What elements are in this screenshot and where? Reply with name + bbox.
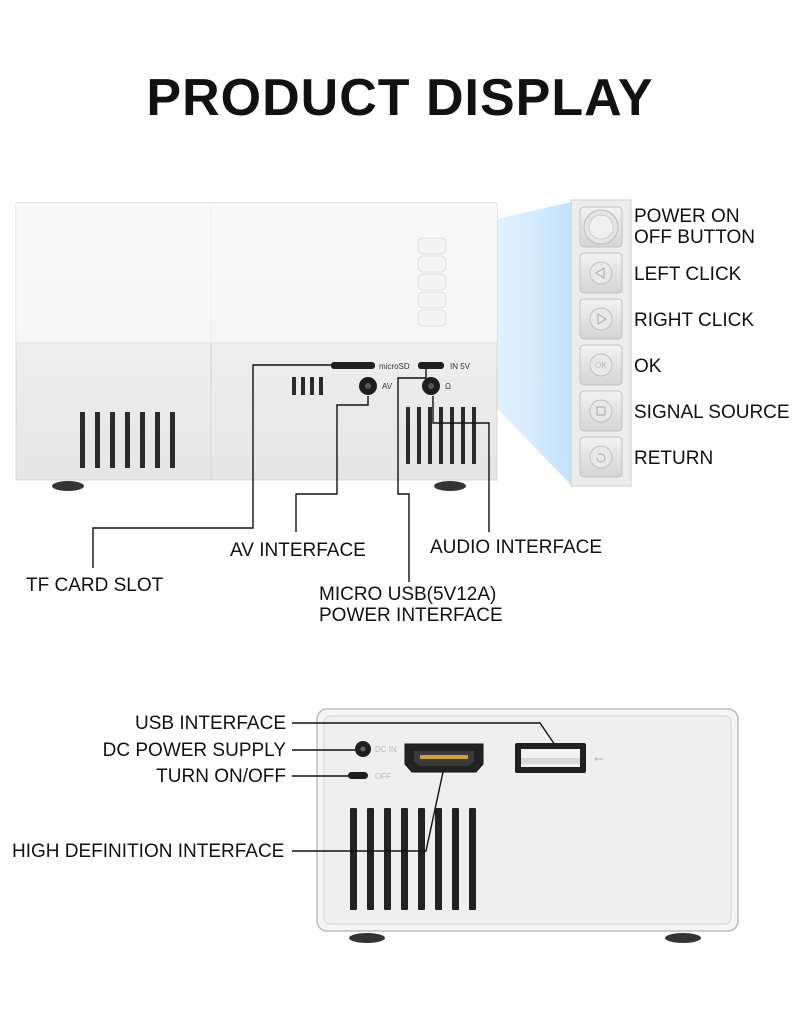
foot-right (434, 481, 466, 491)
left-click-label: LEFT CLICK (634, 264, 742, 285)
rear-foot-left (349, 933, 385, 943)
audio-interface-label: AUDIO INTERFACE (430, 537, 603, 558)
vent-small (292, 377, 323, 395)
high-definition-interface-label: HIGH DEFINITION INTERFACE (12, 841, 285, 862)
turn-on-off-label: TURN ON/OFF (156, 766, 286, 787)
signal-source-icon (596, 406, 606, 416)
av-port-label: AV (382, 382, 393, 391)
rear-vent (350, 808, 476, 910)
callout-lines-top (92, 364, 490, 582)
triangle-right-icon (597, 313, 607, 325)
micro-usb-power-interface-label: MICRO USB(5V12A) POWER INTERFACE (319, 584, 503, 626)
power-button-icon (588, 214, 614, 240)
microsd-port-label: microSD (379, 362, 410, 371)
right-click-label: RIGHT CLICK (634, 310, 755, 331)
power-switch (348, 772, 368, 779)
micro-usb-port (418, 362, 444, 369)
headphone-icon: Ω (445, 382, 451, 391)
triangle-left-icon (595, 267, 605, 279)
in5v-port-label: IN 5V (450, 362, 471, 371)
hdmi-port (404, 743, 484, 773)
usb-symbol-icon: ⭠ (594, 751, 604, 765)
power-on-off-label: POWER ON OFF BUTTON (634, 206, 756, 248)
foot-left (52, 481, 84, 491)
side-button-strip (417, 237, 447, 327)
page-title: PRODUCT DISPLAY (146, 69, 654, 127)
tf-card-slot-label: TF CARD SLOT (26, 575, 164, 596)
usb-port (515, 743, 586, 773)
ok-icon: OK (595, 361, 607, 370)
usb-interface-label: USB INTERFACE (135, 713, 286, 734)
vent-right (406, 407, 476, 464)
off-label: OFF (375, 772, 391, 781)
microsd-slot (331, 362, 375, 369)
projector-top-view: microSD IN 5V AV Ω (15, 199, 632, 582)
signal-source-label: SIGNAL SOURCE (634, 402, 790, 423)
vent-left (80, 412, 175, 468)
rear-foot-right (665, 933, 701, 943)
projector-rear-view: DC IN OFF ⭠ (292, 708, 739, 943)
av-interface-label: AV INTERFACE (230, 540, 366, 561)
ok-label: OK (634, 356, 662, 377)
return-label: RETURN (634, 448, 714, 469)
control-buttons: OK (579, 206, 623, 478)
callout-lines-rear (292, 722, 556, 852)
dc-power-supply-label: DC POWER SUPPLY (102, 740, 286, 761)
return-icon (596, 453, 606, 463)
dc-in-label: DC IN (375, 745, 397, 754)
